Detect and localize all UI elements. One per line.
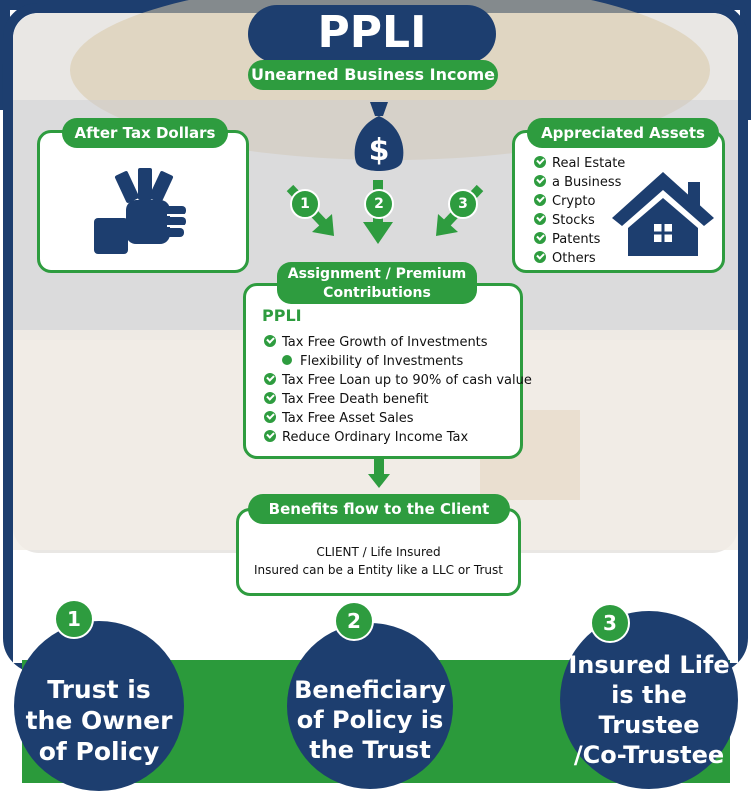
check-icon — [534, 156, 546, 168]
check-icon — [264, 335, 276, 347]
check-icon — [534, 213, 546, 225]
list-item: Stocks — [534, 211, 625, 230]
page-title: PPLI — [317, 7, 427, 58]
list-item: Tax Free Asset Sales — [264, 409, 532, 428]
check-icon — [264, 373, 276, 385]
list-item: Reduce Ordinary Income Tax — [264, 428, 532, 447]
list-item: a Business — [534, 173, 625, 192]
circle-2-text: Beneficiary of Policy is the Trust — [294, 676, 446, 764]
list-item: Patents — [534, 230, 625, 249]
house-icon — [612, 172, 714, 256]
title-pill — [248, 5, 496, 63]
check-icon — [264, 392, 276, 404]
arrow-1-badge: 1 — [290, 189, 320, 219]
arrow-2-badge: 2 — [364, 189, 394, 219]
check-icon — [534, 232, 546, 244]
premium-list: Tax Free Growth of Investments Flexibili… — [264, 333, 532, 447]
list-item-sub: Flexibility of Investments — [264, 352, 532, 371]
check-icon — [534, 251, 546, 263]
benefits-header: Benefits flow to the Client — [248, 494, 510, 524]
appreciated-assets-header: Appreciated Assets — [527, 118, 719, 148]
bullet-icon — [282, 355, 292, 365]
money-bag-icon: $ — [354, 102, 404, 171]
premium-header-line1: Assignment / Premium — [287, 266, 467, 282]
asset-list: Real Estate a Business Crypto Stocks Pat… — [534, 154, 625, 268]
list-item: Tax Free Death benefit — [264, 390, 532, 409]
after-tax-header: After Tax Dollars — [62, 118, 228, 148]
circle-2: Beneficiary of Policy is the Trust — [287, 623, 453, 789]
arrow-3-badge: 3 — [448, 189, 478, 219]
arrow-down — [368, 456, 390, 488]
hand-holding-cash-icon — [94, 168, 186, 254]
list-item: Tax Free Loan up to 90% of cash value — [264, 371, 532, 390]
circle-1: Trust is the Owner of Policy — [14, 621, 184, 791]
circle-1-text: Trust is the Owner of Policy — [25, 674, 173, 766]
list-item: Others — [534, 249, 625, 268]
circle-2-badge: 2 — [334, 601, 374, 641]
circle-3: Insured Life is the Trustee /Co-Trustee — [560, 611, 738, 789]
list-item: Real Estate — [534, 154, 625, 173]
circle-3-badge: 3 — [590, 603, 630, 643]
premium-title: PPLI — [262, 306, 302, 325]
benefits-line1: CLIENT / Life Insured — [316, 545, 441, 559]
check-icon — [264, 411, 276, 423]
check-icon — [534, 175, 546, 187]
list-item: Crypto — [534, 192, 625, 211]
svg-text:$: $ — [369, 133, 390, 168]
circle-3-text: Insured Life is the Trustee /Co-Trustee — [568, 651, 730, 769]
benefits-line2: Insured can be a Entity like a LLC or Tr… — [254, 563, 503, 577]
check-icon — [534, 194, 546, 206]
check-icon — [264, 430, 276, 442]
list-item: Tax Free Growth of Investments — [264, 333, 532, 352]
subtitle-pill: Unearned Business Income — [248, 60, 498, 90]
premium-header: Assignment / Premium Contributions — [277, 262, 477, 304]
premium-header-line2: Contributions — [323, 285, 431, 301]
circle-1-badge: 1 — [54, 599, 94, 639]
